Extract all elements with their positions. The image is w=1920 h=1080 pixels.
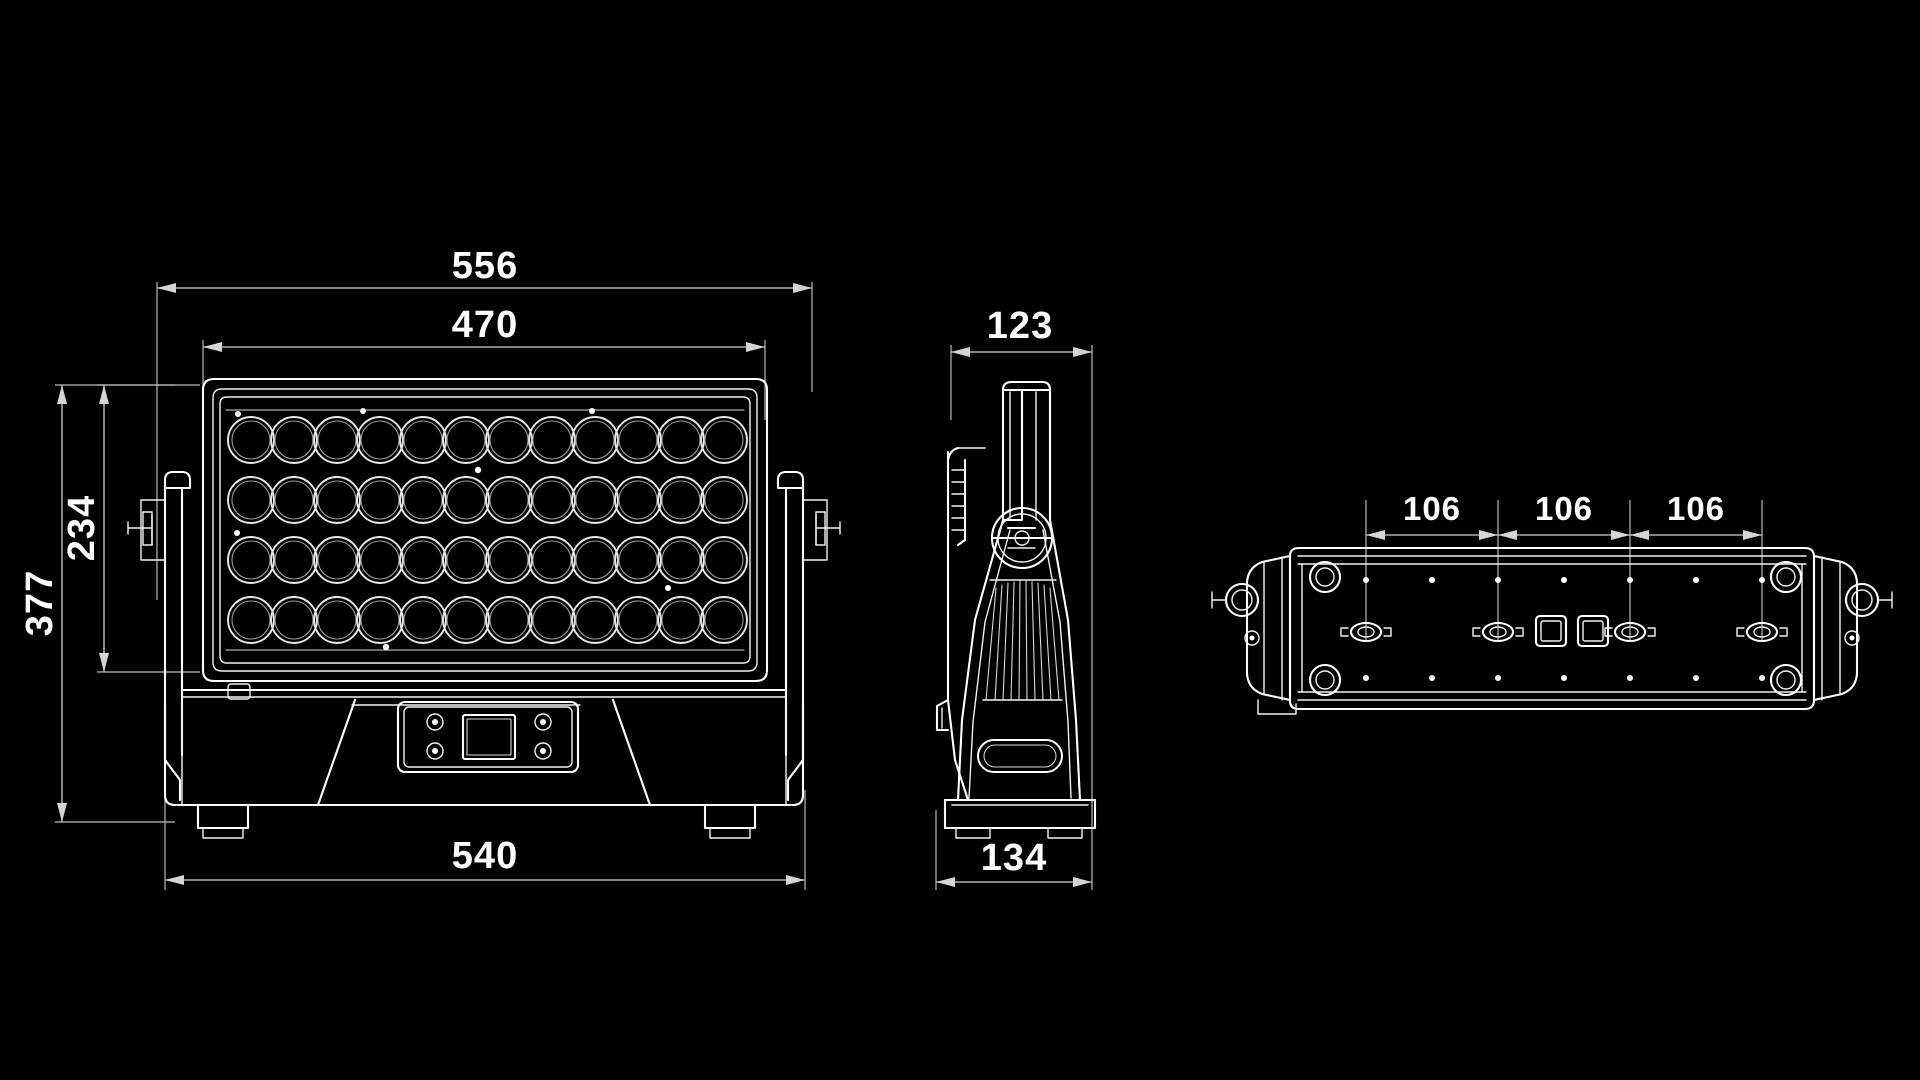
dimension-label-377: 377 (19, 570, 61, 636)
dimension-377: 377 (19, 384, 175, 823)
side-heatsink-fins (982, 579, 1063, 701)
dimension-chain-106: 106 106 106 (1365, 490, 1763, 640)
dimension-470: 470 (202, 304, 766, 420)
dimension-label-106-a: 106 (1403, 490, 1461, 527)
cable-gland (1736, 621, 1788, 643)
control-panel[interactable] (396, 700, 580, 774)
panel-button[interactable] (534, 742, 552, 760)
dimension-123: 123 (950, 305, 1093, 890)
dimension-556: 556 (156, 245, 813, 600)
cable-gland (1472, 621, 1524, 643)
dimension-label-556: 556 (452, 245, 518, 287)
side-view: 123 134 (935, 305, 1097, 890)
rear-left-endcap (1211, 554, 1297, 715)
front-left-yoke (127, 470, 192, 802)
dimension-label-540: 540 (452, 835, 518, 877)
front-head-housing (201, 377, 769, 683)
dimension-label-234: 234 (61, 495, 103, 561)
panel-button[interactable] (426, 713, 444, 731)
side-head-body (935, 380, 1097, 839)
dimension-540: 540 (164, 790, 806, 890)
led-row (227, 476, 748, 524)
side-handle-slot (976, 738, 1064, 774)
panel-button[interactable] (426, 742, 444, 760)
rear-view: 106 106 106 (1211, 490, 1893, 715)
dimension-label-470: 470 (452, 304, 518, 346)
rear-corner-bosses (1308, 560, 1803, 697)
cable-gland (1340, 621, 1392, 643)
display-screen (461, 713, 517, 761)
front-led-array (227, 408, 748, 651)
dimension-label-123: 123 (987, 305, 1053, 347)
front-view: 556 470 377 234 (19, 245, 841, 890)
rear-center-vents (1534, 614, 1610, 648)
dimension-label-134: 134 (981, 837, 1047, 879)
panel-button[interactable] (534, 713, 552, 731)
led-row (227, 596, 748, 644)
rear-right-endcap (1812, 554, 1893, 702)
front-base-body (163, 683, 805, 839)
led-row (227, 536, 748, 584)
led-row (227, 416, 748, 464)
rear-screw-dots (1363, 577, 1765, 681)
rear-body (1288, 546, 1816, 711)
dimension-134: 134 (935, 810, 1092, 890)
dimension-234: 234 (61, 384, 200, 673)
dimension-label-106-b: 106 (1535, 490, 1593, 527)
rear-cable-glands (1340, 621, 1788, 643)
dimension-label-106-c: 106 (1667, 490, 1725, 527)
front-right-yoke (776, 470, 841, 802)
